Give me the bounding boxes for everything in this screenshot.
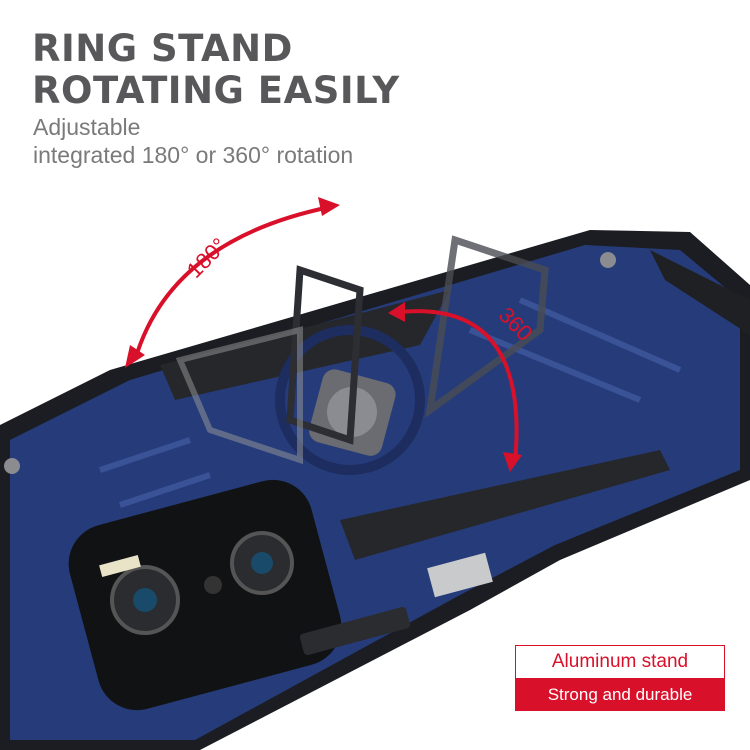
headline: RING STAND ROTATING EASILY (32, 28, 400, 112)
subtitle-line-1: Adjustable (33, 114, 141, 140)
headline-line-1: RING STAND (32, 27, 293, 70)
side-buttons (299, 552, 493, 655)
badge-bottom-label: Strong and durable (515, 679, 725, 711)
ring-stand (175, 235, 549, 475)
badge-top-label: Aluminum stand (515, 645, 725, 679)
camera-module (68, 479, 342, 711)
headline-line-2: ROTATING EASILY (32, 69, 400, 112)
feature-badge: Aluminum stand Strong and durable (515, 645, 725, 711)
rotation-arrows (125, 197, 522, 472)
subtitle: Adjustable integrated 180° or 360° rotat… (33, 113, 353, 169)
subtitle-line-2: integrated 180° or 360° rotation (33, 142, 354, 168)
arc-180-label: 180° (182, 233, 232, 283)
